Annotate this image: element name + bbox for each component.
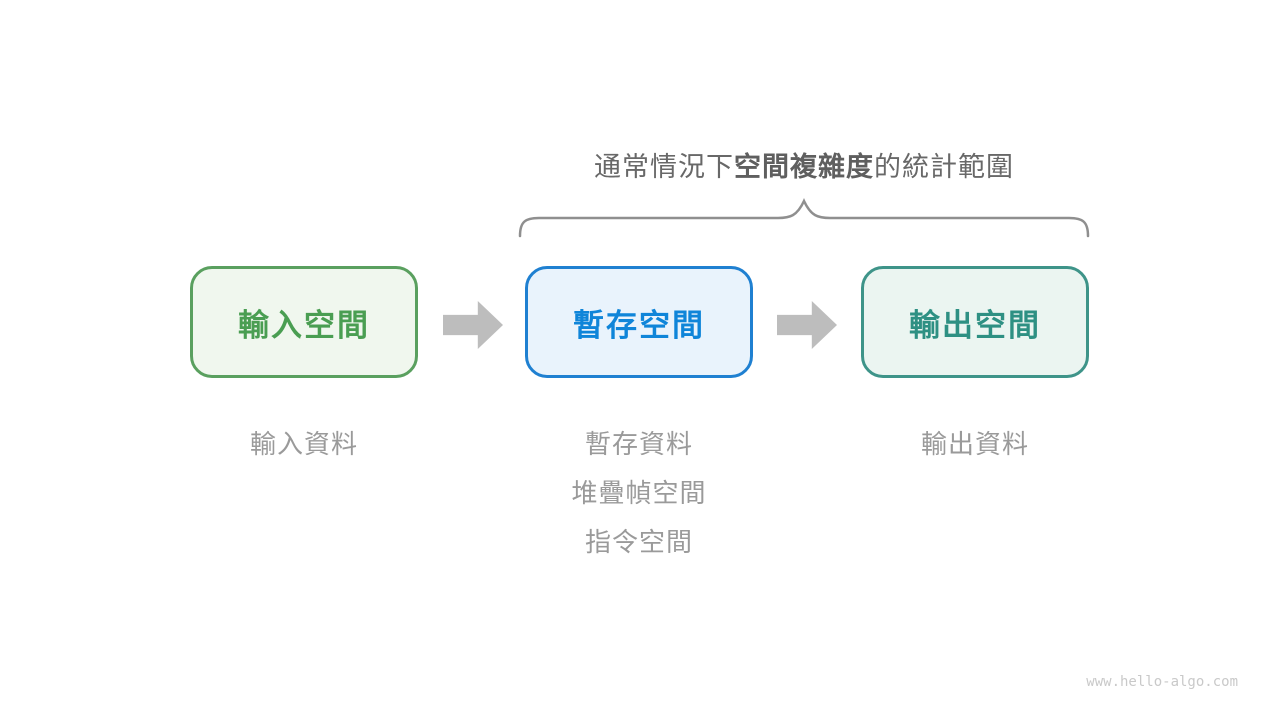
box-input-space: 輸入空間	[190, 266, 418, 378]
note-output-data: 輸出資料	[920, 429, 1029, 459]
note-buffer-data: 暫存資料	[584, 429, 693, 459]
note-instruction-space: 指令空間	[584, 527, 693, 557]
diagram-title: 通常情況下空間複雜度的統計範圍	[504, 145, 1104, 184]
title-emphasis: 空間複雜度	[734, 152, 874, 182]
note-stack-frame-space: 堆疊幀空間	[571, 478, 707, 508]
note-input-data: 輸入資料	[249, 429, 358, 459]
curly-brace-icon	[518, 198, 1090, 238]
box-buffer-space-label: 暫存空間	[573, 307, 705, 343]
box-output-space: 輸出空間	[861, 266, 1089, 378]
title-prefix: 通常情況下	[594, 152, 734, 182]
arrow-right-icon	[777, 301, 837, 349]
title-suffix: 的統計範圍	[874, 152, 1014, 182]
arrow-right-icon	[443, 301, 503, 349]
box-output-space-label: 輸出空間	[909, 307, 1041, 343]
box-input-space-label: 輸入空間	[238, 307, 370, 343]
watermark-url: www.hello-algo.com	[1086, 674, 1238, 690]
box-buffer-space: 暫存空間	[525, 266, 753, 378]
